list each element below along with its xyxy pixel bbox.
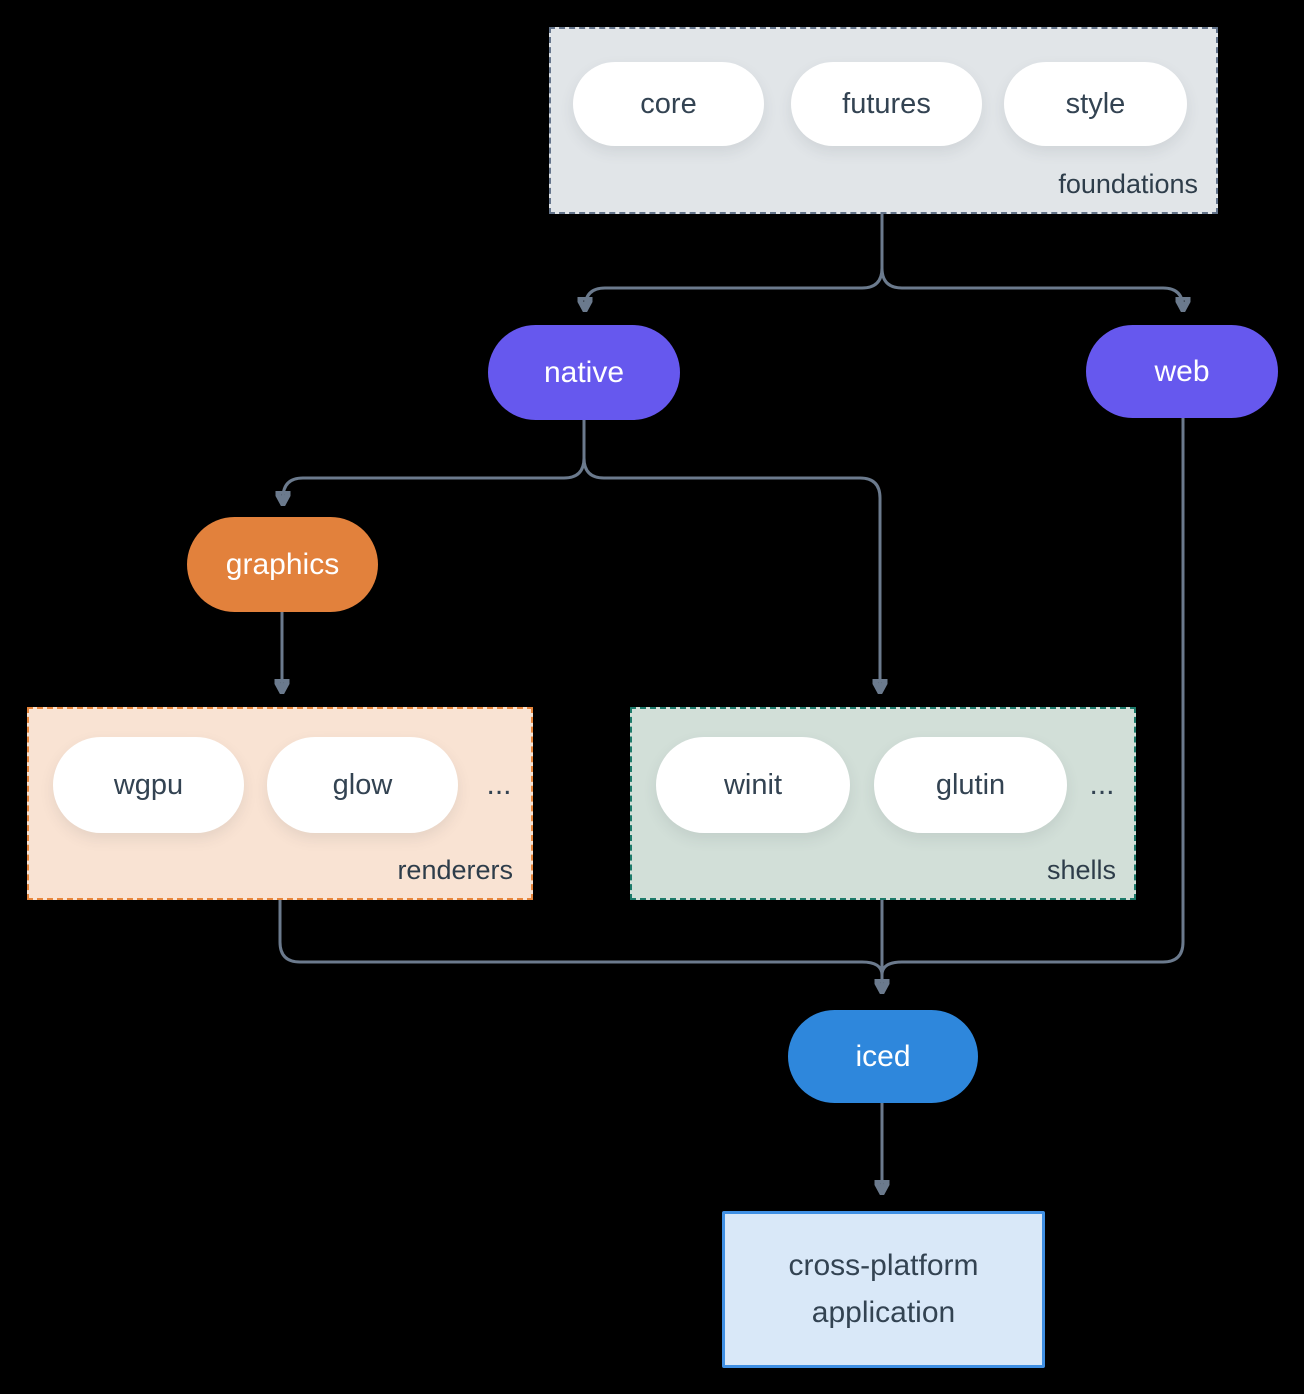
edge-native-to-graphics	[283, 420, 586, 503]
group-shells: winit glutin ... shells	[630, 707, 1136, 900]
renderers-ellipsis: ...	[486, 768, 512, 801]
group-renderers: wgpu glow ... renderers	[27, 707, 533, 900]
node-winit: winit	[656, 737, 850, 833]
node-iced: iced	[788, 1010, 978, 1103]
foundations-group-label: foundations	[1058, 169, 1198, 199]
node-core: core	[573, 62, 764, 146]
node-futures: futures	[791, 62, 982, 146]
shells-ellipsis: ...	[1089, 768, 1115, 801]
edge-renderers-to-merge	[278, 900, 884, 976]
node-web: web	[1086, 325, 1278, 418]
node-native: native	[488, 325, 680, 420]
node-glow: glow	[267, 737, 458, 833]
node-style: style	[1004, 62, 1187, 146]
node-graphics: graphics	[187, 517, 378, 612]
node-wgpu: wgpu	[53, 737, 244, 833]
node-cross-platform-application: cross-platform application	[722, 1211, 1045, 1368]
group-foundations: core futures style foundations	[549, 27, 1218, 214]
renderers-group-label: renderers	[397, 855, 513, 885]
edge-foundations-to-native	[585, 214, 884, 309]
node-glutin: glutin	[874, 737, 1067, 833]
edge-foundations-to-web	[880, 214, 1183, 309]
edge-native-to-shells	[582, 457, 880, 691]
shells-group-label: shells	[1046, 855, 1116, 885]
